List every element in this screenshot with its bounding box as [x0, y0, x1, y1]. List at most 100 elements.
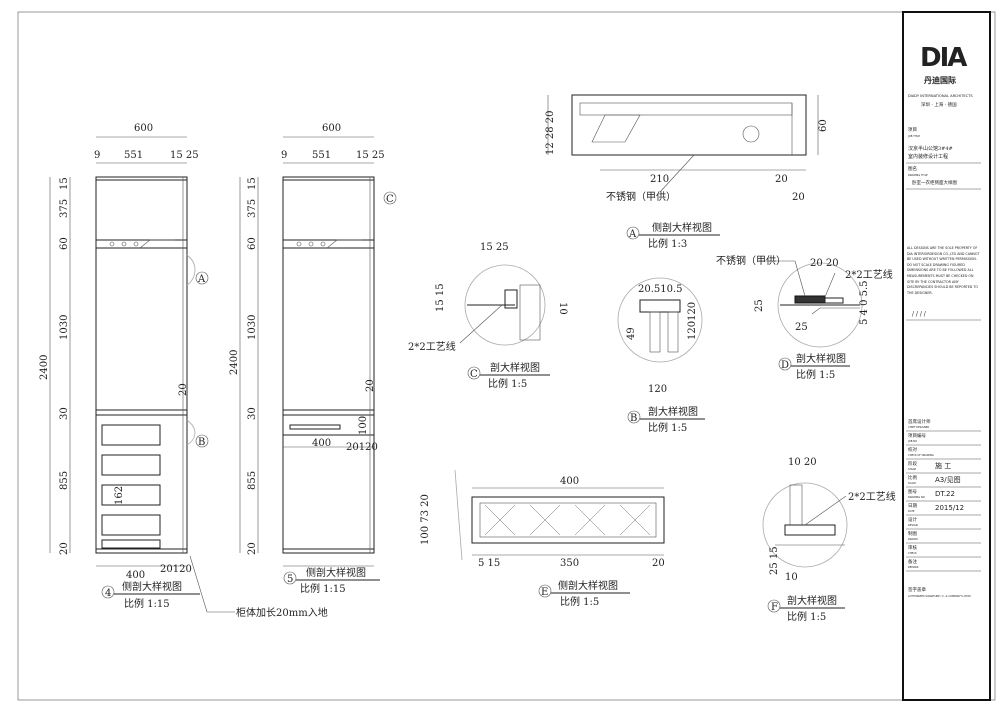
disclaimer: ALL DESIGNS ARE THE SOLE PROPERTY OF DIA… [907, 246, 980, 295]
sheet-border [17, 11, 996, 701]
dim-v: 855 [59, 471, 70, 490]
field-label-en: JOB NO [907, 439, 917, 443]
dim-bottom-width: 400 [312, 438, 331, 449]
dim-v: 375 [59, 199, 70, 218]
detail-b: 20.510.5 49 120120 120 B 剖大样视图 比例 1:5 [617, 277, 705, 434]
dim-right: 5 4 0 5.5 [859, 280, 870, 325]
field-label: 阶段 [908, 460, 917, 467]
detail-marker: D [781, 360, 789, 371]
dim-left: 49 [626, 327, 637, 340]
detail-scale: 比例 1:5 [488, 377, 527, 390]
detail-e: 400 100 73 20 350 5 15 20 E 侧剖大样视图 比例 1:… [420, 469, 665, 608]
dim-bottom-right: 20 [775, 174, 788, 185]
field-label: 审核 [908, 544, 917, 551]
detail-f: 10 20 2*2工艺线 25 15 10 F 剖大样视图 比例 1:5 [762, 457, 896, 623]
callout-a[interactable]: A [197, 274, 206, 285]
dim-total-width: 600 [322, 123, 341, 134]
detail-scale: 比例 1:5 [560, 595, 599, 608]
detail-d: 不锈钢（甲供） 20 20 2*2工艺线 25 25 5 4 0 5.5 D 剖… [716, 254, 893, 381]
drawing-label: 图名 [908, 165, 917, 172]
view-title: 侧剖大样视图 [122, 580, 182, 593]
project-label: 项目 [908, 127, 917, 133]
field-label: 校对 [908, 446, 917, 453]
dim-left: 9 [94, 150, 100, 161]
dim-v: 1030 [247, 315, 258, 340]
field-value: A3/见图 [935, 476, 961, 484]
view-5-cabinet-section: 600 9 551 15 25 15 375 60 1030 30 855 20… [229, 123, 397, 595]
field-label-en: DATE [908, 509, 915, 513]
view-4-cabinet-section: 600 9 551 15 25 15 375 60 1030 30 855 20… [39, 123, 328, 619]
detail-c: 15 25 15 15 10 2*2工艺线 C 剖大样视图 比例 1:5 [408, 242, 568, 390]
detail-marker: E [541, 587, 548, 598]
dim-right: 120120 [687, 302, 698, 340]
company-logo-cn: 丹迪国际 [923, 75, 956, 85]
dim-total-height: 2400 [229, 350, 240, 375]
dim-bottom: 10 [785, 572, 798, 583]
detail-title: 侧剖大样视图 [558, 579, 618, 592]
detail-scale: 比例 1:3 [648, 237, 687, 250]
dim-left: 9 [281, 150, 287, 161]
detail-title: 剖大样视图 [490, 361, 540, 374]
company-name: DIADY INTERNATIONAL ARCHITECTS [908, 94, 973, 98]
field-label-en: DRAWING NO [908, 495, 925, 499]
detail-scale: 比例 1:5 [796, 368, 835, 381]
dim-bottom-width: 400 [126, 570, 145, 581]
detail-title: 剖大样视图 [648, 405, 698, 418]
dim-left: 15 15 [435, 283, 446, 312]
title-block-frame [902, 11, 991, 701]
callout-b[interactable]: B [198, 437, 205, 448]
dim-right: 15 25 [356, 150, 385, 161]
dim-top: 20.510.5 [638, 284, 683, 295]
field-label-en: CHECK OF DRAWING [908, 453, 934, 457]
field-value: 2015/12 [935, 504, 964, 512]
seal-label: 签字盖章 [908, 586, 926, 593]
field-value: 施 工 [935, 461, 951, 470]
view-scale: 比例 1:15 [300, 582, 346, 595]
dim-v: 60 [247, 237, 258, 250]
field-label: 图号 [908, 489, 917, 495]
field-label: 项目编号 [908, 432, 926, 439]
signature-marks: / / / / [912, 311, 927, 318]
project-label-en: JOB TITLE [907, 134, 920, 138]
dim-bottom: 25 [795, 322, 808, 333]
company-logo: DIA [920, 43, 967, 73]
dim-v: 1030 [59, 315, 70, 340]
field-label-en: SCALE [908, 481, 916, 485]
detail-title: 剖大样视图 [787, 594, 837, 607]
note-extension: 柜体加长20mm入地 [236, 606, 328, 619]
callout-c[interactable]: C [386, 194, 394, 205]
dim-lower: 20 [792, 192, 805, 203]
project-name: 室内装修设计工程 [908, 153, 948, 160]
dim-gap: 20 [365, 379, 376, 392]
detail-scale: 比例 1:5 [787, 610, 826, 623]
dim-v: 20 [59, 542, 70, 555]
field-label: 备注 [908, 558, 917, 565]
field-label: 比例 [908, 474, 917, 481]
dim-right: 10 [557, 302, 568, 315]
field-label-en: DRAWN [908, 537, 918, 541]
dim-top: 20 20 [810, 258, 839, 269]
dim-right: 60 [818, 119, 829, 132]
dim-rail: 100 [358, 416, 369, 435]
drawing-name: 卧室一衣柜侧面大样图 [912, 179, 957, 186]
dim-mid: 551 [312, 150, 331, 161]
dim-left: 25 [754, 299, 765, 312]
dim-bottom-left: 5 15 [478, 558, 500, 569]
dim-drawer: 162 [114, 486, 125, 505]
field-label-en: CHIEF DESIGNER [908, 425, 929, 429]
detail-title: 剖大样视图 [796, 352, 846, 365]
dim-right: 15 25 [170, 150, 199, 161]
detail-scale: 比例 1:5 [648, 421, 687, 434]
dim-v: 30 [247, 407, 258, 420]
dim-left: 12 28 20 [545, 110, 556, 155]
dim-bottom: 120 [648, 384, 667, 395]
dim-gap: 20 [178, 383, 189, 396]
material-label: 不锈钢（甲供） [606, 190, 676, 203]
field-label: 日期 [908, 503, 917, 509]
dim-bottom-right: 20120 [160, 564, 192, 575]
dim-total-width: 600 [134, 123, 153, 134]
detail-marker: B [630, 413, 637, 424]
dim-v: 375 [247, 199, 258, 218]
detail-marker: F [771, 602, 778, 613]
